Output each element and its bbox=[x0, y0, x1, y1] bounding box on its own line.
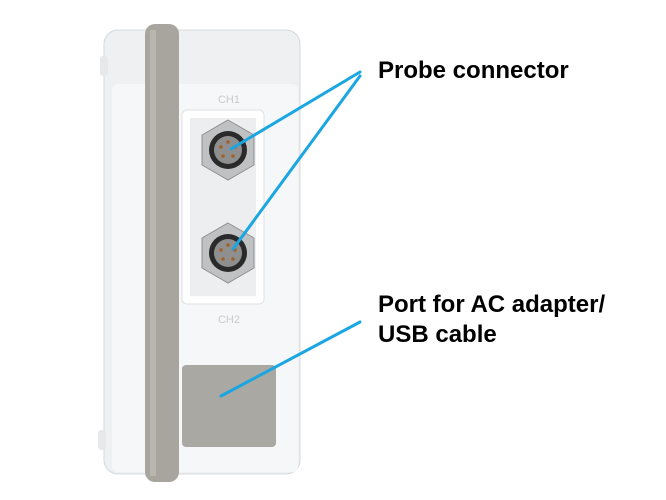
port-label-line2: USB cable bbox=[378, 321, 497, 348]
probe-connector-label: Probe connector bbox=[378, 57, 569, 84]
port-label: Port for AC adapter/ USB cable bbox=[378, 290, 605, 350]
callout-line-ch2 bbox=[231, 74, 362, 251]
probe-connector-ch1[interactable] bbox=[201, 119, 255, 181]
callout-line-ch1 bbox=[229, 70, 362, 151]
ch2-label: CH2 bbox=[218, 314, 240, 326]
callout-lines bbox=[219, 70, 362, 398]
callout-line-port bbox=[219, 320, 362, 398]
band-highlight bbox=[150, 30, 156, 476]
port-cover[interactable] bbox=[182, 365, 276, 447]
ch1-label: CH1 bbox=[218, 94, 240, 106]
port-label-line1: Port for AC adapter/ bbox=[378, 291, 606, 318]
